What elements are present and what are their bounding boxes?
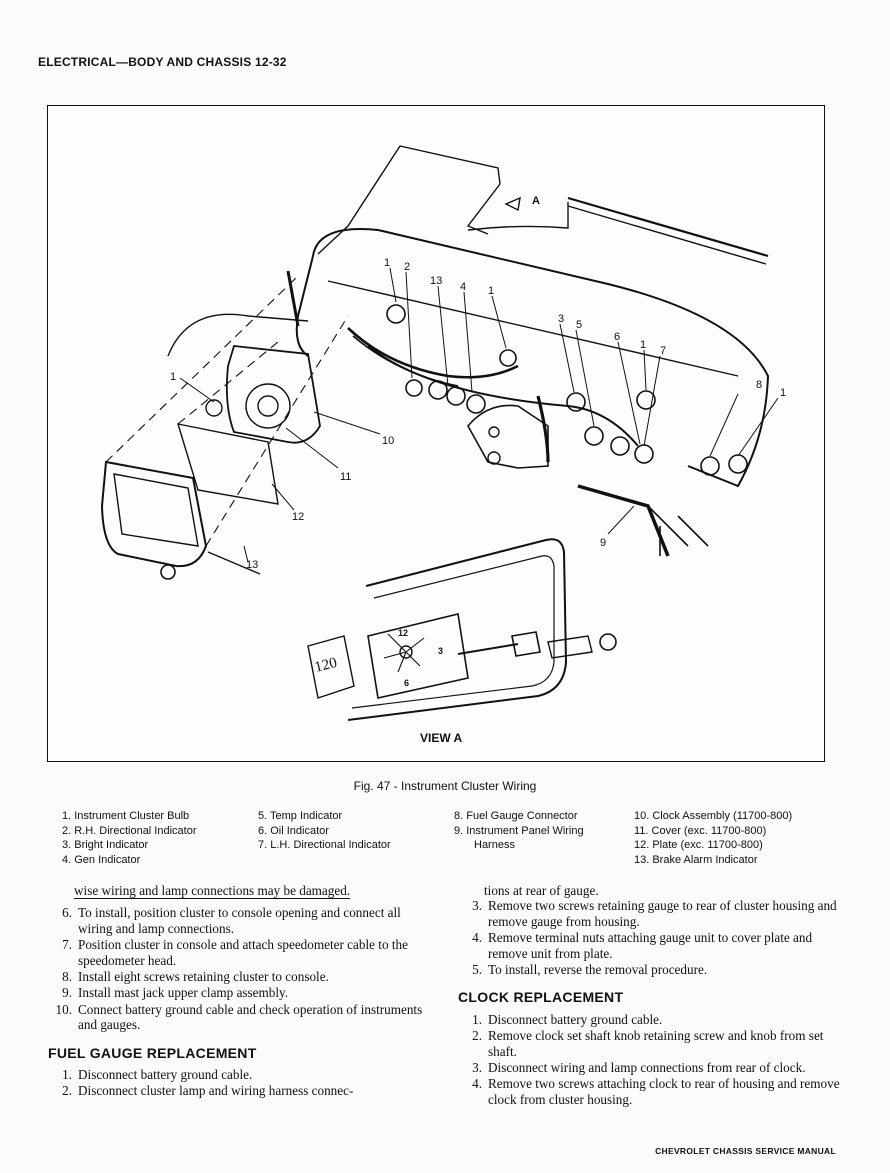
page-header: ELECTRICAL—BODY AND CHASSIS 12-32 — [38, 55, 287, 69]
legend-item: 4. Gen Indicator — [62, 853, 141, 866]
clock-numeral: 6 — [404, 678, 409, 688]
legend-item: 10. Clock Assembly (11700-800) — [634, 810, 793, 822]
page-footer: CHEVROLET CHASSIS SERVICE MANUAL — [655, 1146, 836, 1156]
callout-label: 6 — [614, 331, 620, 343]
legend-item: 9. Instrument Panel Wiring — [454, 824, 584, 837]
speedo-numeral: 120 — [313, 655, 339, 676]
legend-item: 12. Plate (exc. 11700-800) — [634, 839, 763, 851]
step-item: 10.Connect battery ground cable and chec… — [55, 1001, 423, 1033]
callout-label: 13 — [430, 275, 442, 287]
legend-item: 7. L.H. Directional Indicator — [258, 839, 391, 851]
clock-replacement-heading: CLOCK REPLACEMENT — [458, 989, 624, 1006]
callout-label: 1 — [488, 285, 494, 297]
callout-label: 1 — [170, 371, 176, 383]
callout-label: 8 — [756, 379, 762, 391]
legend-item: 6. Oil Indicator — [258, 824, 329, 837]
clock-numeral: 12 — [398, 628, 408, 638]
legend-column-4: 10. Clock Assembly (11700-800) 11. Cover… — [634, 809, 792, 867]
legend-item: 8. Fuel Gauge Connector — [454, 810, 578, 822]
step-item: 1.Disconnect battery ground cable. — [472, 1011, 663, 1027]
step-item: 4.Remove terminal nuts attaching gauge u… — [472, 930, 813, 961]
callout-label: 5 — [576, 319, 582, 331]
callout-label: 2 — [404, 261, 410, 273]
callout-label: 1 — [640, 339, 646, 351]
continued-text: tions at rear of gauge. — [484, 883, 599, 898]
right-text-column: tions at rear of gauge. 3.Remove two scr… — [458, 883, 848, 1108]
legend-column-1: 1. Instrument Cluster Bulb 2. R.H. Direc… — [62, 809, 197, 867]
step-item: 3.Remove two screws retaining gauge to r… — [472, 898, 837, 929]
legend-column-3: 8. Fuel Gauge Connector 9. Instrument Pa… — [454, 809, 584, 853]
callout-label: 10 — [382, 435, 394, 447]
left-text-column: wise wiring and lamp connections may be … — [48, 883, 438, 1100]
callout-label: 13 — [246, 559, 258, 571]
legend-item: 2. R.H. Directional Indicator — [62, 824, 197, 837]
callout-label: 7 — [660, 345, 666, 357]
step-item: 6.To install, position cluster to consol… — [62, 905, 401, 936]
instrument-cluster-figure: A — [47, 105, 825, 762]
callout-label: 3 — [558, 313, 564, 325]
legend-item: 3. Bright Indicator — [62, 839, 149, 851]
view-a-label: VIEW A — [420, 731, 463, 745]
step-item: 1.Disconnect battery ground cable. — [62, 1067, 253, 1083]
fuel-gauge-heading: FUEL GAUGE REPLACEMENT — [48, 1044, 257, 1061]
arrow-a-label: A — [532, 195, 540, 207]
step-item: 4.Remove two screws attaching clock to r… — [472, 1076, 840, 1107]
step-item: 8.Install eight screws retaining cluster… — [62, 969, 329, 985]
step-item: 2.Disconnect cluster lamp and wiring har… — [62, 1083, 354, 1099]
callout-label: 1 — [780, 387, 786, 399]
legend-item: 11. Cover (exc. 11700-800) — [634, 824, 767, 837]
callout-label: 11 — [340, 471, 351, 483]
step-item: 9.Install mast jack upper clamp assembly… — [62, 985, 289, 1001]
wiring-illustration: A — [100, 145, 786, 745]
figure-caption: Fig. 47 - Instrument Cluster Wiring — [353, 779, 537, 793]
legend-item: 5. Temp Indicator — [258, 810, 343, 822]
step-item: 5.To install, reverse the removal proced… — [472, 962, 708, 978]
continued-text: wise wiring and lamp connections may be … — [74, 883, 351, 900]
step-item: 2.Remove clock set shaft knob retaining … — [472, 1028, 824, 1059]
step-item: 3.Disconnect wiring and lamp connections… — [472, 1060, 806, 1076]
callout-label: 4 — [460, 281, 466, 293]
callout-label: 1 — [384, 257, 390, 269]
legend-item: Harness — [474, 839, 515, 851]
legend-column-2: 5. Temp Indicator 6. Oil Indicator 7. L.… — [258, 809, 391, 853]
step-item: 7.Position cluster in console and attach… — [62, 937, 408, 968]
legend-item: 13. Brake Alarm Indicator — [634, 853, 758, 866]
clock-numeral: 3 — [438, 646, 443, 656]
callout-label: 12 — [292, 511, 304, 523]
callout-label: 9 — [600, 537, 606, 549]
legend-item: 1. Instrument Cluster Bulb — [62, 810, 190, 822]
